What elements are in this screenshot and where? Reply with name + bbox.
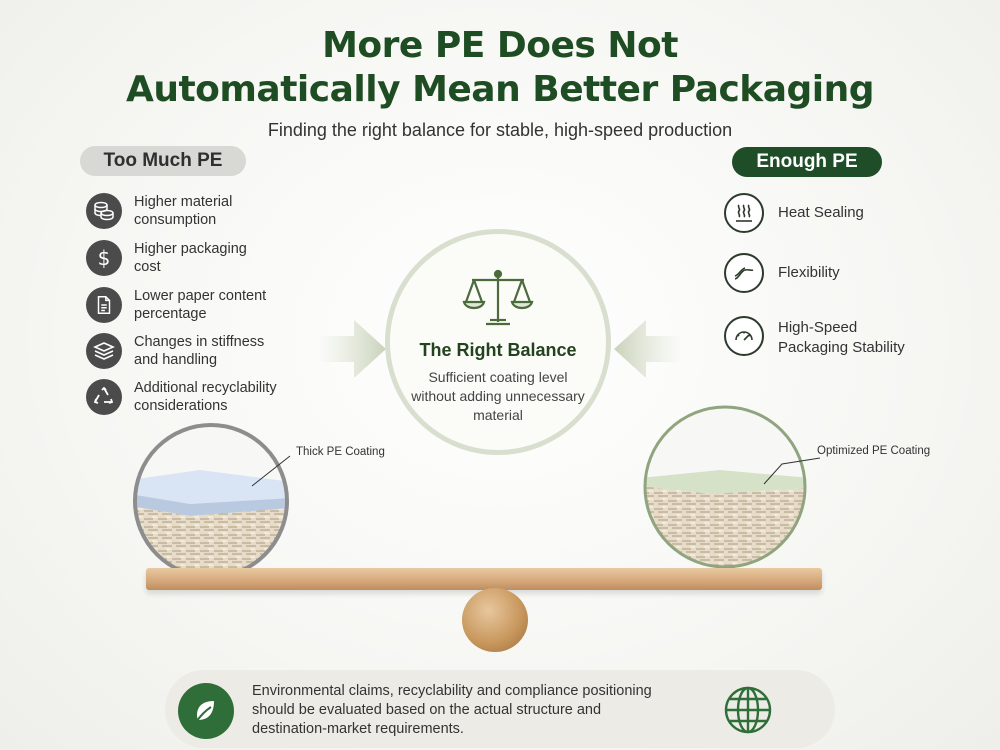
recycle-icon xyxy=(86,379,122,415)
footer-note-text: Environmental claims, recyclability and … xyxy=(252,683,652,737)
seesaw-fulcrum xyxy=(462,588,528,652)
enough-pe-badge: Enough PE xyxy=(732,147,882,177)
arrow-right-icon xyxy=(318,320,386,378)
right-balance-circle: The Right Balance Sufficient coating lev… xyxy=(385,229,611,455)
seesaw-plank xyxy=(146,568,822,590)
page-title-line-1: More PE Does Not xyxy=(322,25,678,66)
footer-note-bar xyxy=(165,670,835,748)
coins-icon xyxy=(86,193,122,229)
center-description: Sufficient coating level without adding … xyxy=(411,369,585,423)
list-item-label: Additional recyclability considerations xyxy=(134,380,277,414)
too-much-pe-badge: Too Much PE xyxy=(80,146,246,176)
list-item-label: Higher material consumption xyxy=(134,194,233,228)
list-item-label: Changes in stiffness and handling xyxy=(134,334,265,368)
list-item-material-consumption: Higher material consumption xyxy=(86,193,346,233)
list-item-packaging-cost: $ Higher packaging cost xyxy=(86,240,346,280)
callout-line xyxy=(763,457,821,485)
page-title-line-2: Automatically Mean Better Packaging xyxy=(125,69,875,110)
flex-curve-icon xyxy=(724,253,764,293)
list-item-stiffness: Changes in stiffness and handling xyxy=(86,333,346,373)
svg-text:$: $ xyxy=(98,246,111,270)
list-item-paper-content: Lower paper content percentage xyxy=(86,287,346,327)
page-subtitle: Finding the right balance for stable, hi… xyxy=(267,120,733,140)
layers-icon xyxy=(86,333,122,369)
callout-line xyxy=(251,455,291,487)
thick-pe-cross-section xyxy=(133,423,289,579)
list-item-label: High-Speed Packaging Stability xyxy=(778,319,905,356)
arrow-left-icon xyxy=(614,320,682,378)
heat-icon xyxy=(724,193,764,233)
document-icon xyxy=(86,287,122,323)
globe-icon xyxy=(724,686,772,734)
list-item-high-speed: High-Speed Packaging Stability xyxy=(724,316,984,358)
dollar-icon: $ xyxy=(86,240,122,276)
list-item-flexibility: Flexibility xyxy=(724,253,984,295)
list-item-label: Higher packaging cost xyxy=(134,241,247,275)
leaf-icon xyxy=(178,683,234,739)
thick-pe-callout: Thick PE Coating xyxy=(296,446,385,458)
speedometer-icon xyxy=(724,316,764,356)
list-item-recyclability: Additional recyclability considerations xyxy=(86,379,346,419)
list-item-label: Flexibility xyxy=(778,264,840,281)
list-item-heat-sealing: Heat Sealing xyxy=(724,193,984,235)
list-item-label: Lower paper content percentage xyxy=(134,288,267,322)
optimized-pe-callout: Optimized PE Coating xyxy=(817,445,931,457)
list-item-label: Heat Sealing xyxy=(778,204,864,221)
scales-icon xyxy=(462,269,534,326)
optimized-pe-cross-section xyxy=(643,405,807,569)
center-title: The Right Balance xyxy=(419,340,577,360)
